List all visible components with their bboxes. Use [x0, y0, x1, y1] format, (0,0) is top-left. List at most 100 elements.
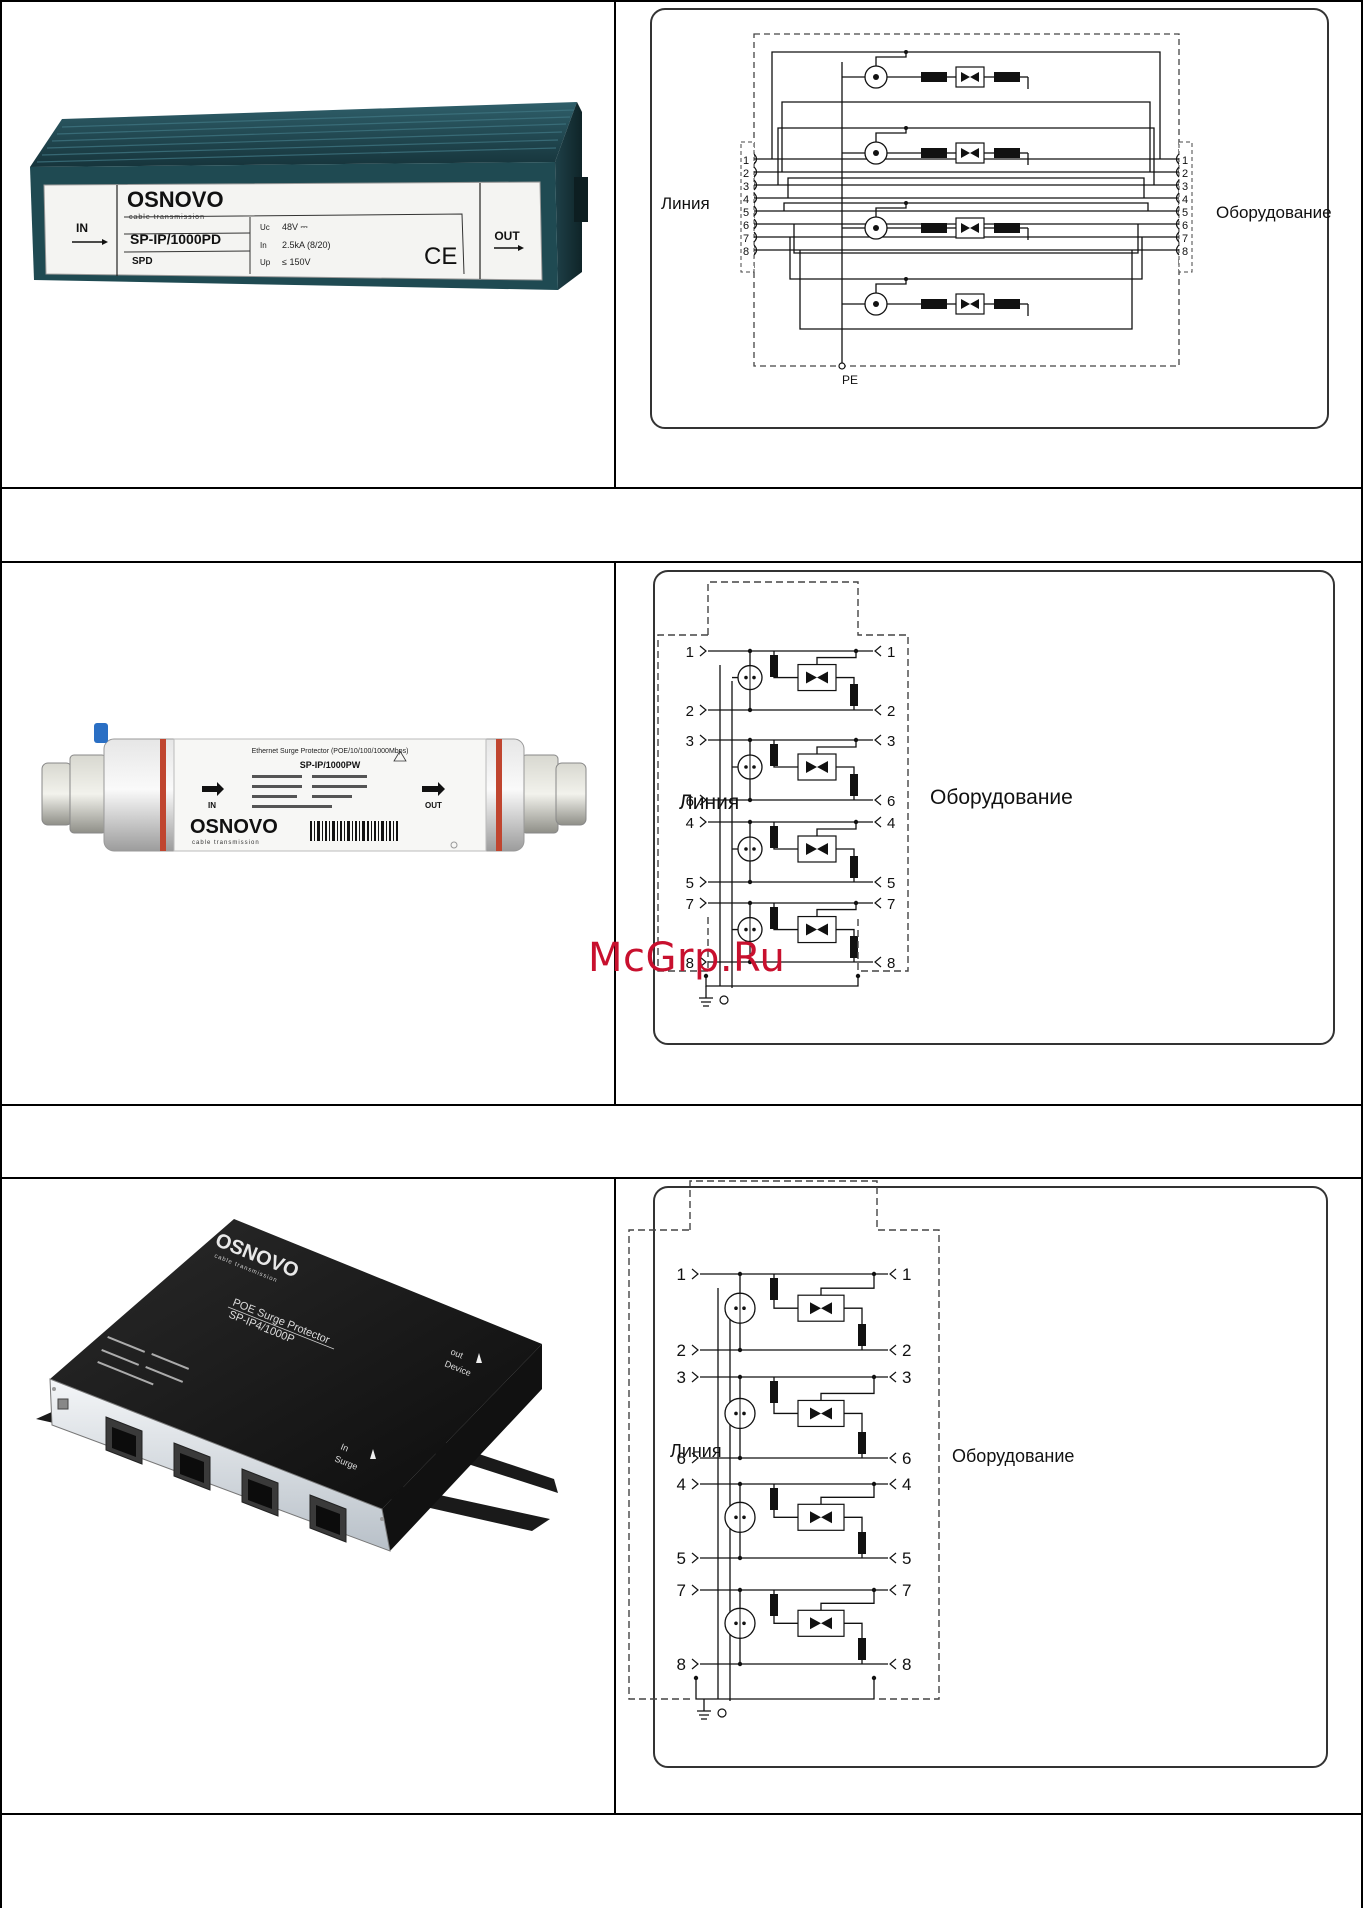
strip-title-text: Ethernet Surge Protector (POE/10/100/100…	[252, 748, 409, 755]
node-b-4	[747, 959, 753, 965]
pin-label-right-4: 6	[887, 793, 895, 810]
pin-label-left-1: 1	[743, 155, 749, 167]
tvs-diode-symbol-2	[961, 148, 979, 158]
pin-label-right-3: 3	[1182, 181, 1188, 193]
node-a-4	[747, 900, 753, 906]
label-spec-symbol-3: Up	[260, 258, 271, 267]
row-divider-2	[0, 561, 1363, 563]
rj45-port-1	[105, 1416, 143, 1465]
tvs-tap-3	[816, 822, 857, 836]
gdt-dot-a-2	[744, 765, 748, 769]
gdt-dot-a-3	[734, 1515, 738, 1520]
diagram-right-label: Оборудование	[952, 1446, 1074, 1466]
tvs-diode-symbol-1	[961, 72, 979, 82]
pin-label-right-4: 6	[902, 1449, 911, 1468]
resistor-in-2	[770, 1381, 778, 1403]
gdt-up-2	[875, 128, 907, 142]
tvs-tap-1	[816, 651, 857, 665]
loop-top-3	[783, 202, 1149, 211]
tvs-out-lead-4	[844, 1622, 863, 1638]
resistor-left-4	[921, 299, 947, 309]
resistor-out-3	[858, 1532, 866, 1554]
earth-symbol-icon	[699, 997, 713, 1007]
gdt-dot-b-4	[742, 1621, 746, 1626]
junction-dot-4	[904, 277, 908, 281]
pin-label-left-5: 4	[686, 815, 694, 832]
loop-bottom-4	[799, 250, 1133, 330]
pin-label-right-8: 8	[1182, 246, 1188, 258]
strip-model-text: SP-IP/1000PW	[300, 760, 361, 770]
pin-left-1	[691, 1268, 699, 1280]
gdt-dot-a-3	[744, 847, 748, 851]
pin-right-6	[889, 1552, 897, 1564]
tap-node-3	[871, 1481, 877, 1487]
pe-terminal	[838, 362, 846, 370]
pin-left-3	[753, 179, 758, 191]
node-b-3	[747, 879, 753, 885]
resistor-in-1	[770, 1278, 778, 1300]
pin-label-right-3: 3	[887, 733, 895, 750]
pin-label-right-1: 1	[887, 644, 895, 661]
tvs-symbol-4	[806, 923, 828, 936]
pin-left-2	[699, 704, 707, 716]
node-b-2	[747, 797, 753, 803]
tvs-tap-3	[820, 1484, 875, 1505]
rj45-port-2	[173, 1442, 211, 1491]
resistor-in-3	[770, 826, 778, 848]
tvs-symbol-1	[810, 1302, 832, 1315]
pin-right-8	[874, 956, 882, 968]
pin-label-left-6: 5	[686, 875, 694, 892]
pin-left-5	[691, 1478, 699, 1490]
row-divider-4	[0, 1177, 1363, 1179]
label-brand-text: OSNOVO	[127, 187, 224, 212]
row-divider-1	[0, 487, 1363, 489]
pin-right-2	[1175, 166, 1180, 178]
tvs-diode-symbol-4	[961, 299, 979, 309]
shield-node-left	[693, 1675, 699, 1681]
label-spec-symbol-2: In	[260, 241, 267, 250]
tvs-out-lead-2	[844, 1412, 863, 1432]
protection-enclosure	[657, 581, 909, 972]
tvs-tap-4	[816, 903, 857, 917]
node-a-1	[747, 648, 753, 654]
label-out-text: OUT	[494, 229, 520, 243]
pin-left-7	[699, 897, 707, 909]
tap-node-2	[853, 737, 859, 743]
label-spd-text: SPD	[132, 256, 153, 267]
ground-terminal	[717, 1708, 727, 1718]
loop-bottom-1	[781, 101, 1151, 172]
resistor-in-2	[770, 744, 778, 766]
tvs-out-lead-4	[836, 928, 855, 936]
pin-right-8	[889, 1658, 897, 1670]
gdt-dot-b-4	[752, 927, 756, 932]
column-divider-3	[614, 1177, 616, 1815]
pin-right-6	[874, 876, 882, 888]
table-border-top	[0, 0, 1363, 2]
pin-label-left-3: 3	[677, 1368, 686, 1387]
pin-label-left-4: 6	[686, 793, 694, 810]
pin-right-4	[889, 1452, 897, 1464]
pin-label-left-7: 7	[686, 896, 694, 913]
pin-label-left-4: 4	[743, 194, 749, 206]
tvs-box-2	[797, 1399, 845, 1428]
tap-node-2	[871, 1374, 877, 1380]
gas-discharge-dot-1	[873, 74, 879, 80]
wiring-diagram-1: PE Линия Оборудование 1 2 3 4 5 6 7 8 1 …	[616, 2, 1361, 487]
label-brand-sub: cable transmission	[129, 214, 205, 221]
pin-label-left-7: 7	[677, 1581, 686, 1600]
pin-label-right-6: 5	[887, 875, 895, 892]
pin-left-4	[753, 192, 758, 204]
tvs-symbol-1	[806, 671, 828, 684]
res-in-lead-1	[773, 1300, 798, 1309]
row-divider-5	[0, 1813, 1363, 1815]
resistor-out-1	[850, 684, 858, 706]
node-a-3	[747, 819, 753, 825]
pin-label-left-3: 3	[686, 733, 694, 750]
pin-left-5	[753, 205, 758, 217]
tvs-symbol-2	[810, 1407, 832, 1420]
pin-label-left-7: 7	[743, 233, 749, 245]
pin-label-right-7: 7	[887, 896, 895, 913]
node-b-1	[747, 707, 753, 713]
